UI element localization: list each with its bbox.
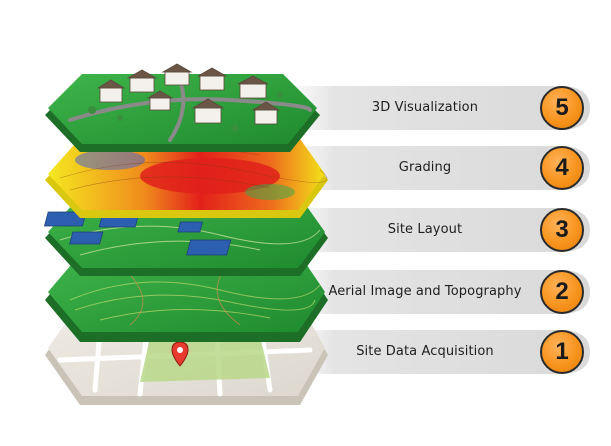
step-1-badge: 1 xyxy=(540,330,584,374)
step-2-label: Aerial Image and Topography xyxy=(328,284,522,299)
layer-grading xyxy=(45,136,328,218)
buildings-icon xyxy=(96,63,281,125)
banner-1 xyxy=(250,330,590,374)
banners xyxy=(250,86,590,374)
step-5-badge: 5 xyxy=(540,86,584,130)
banner-4 xyxy=(250,146,590,190)
step-1-label: Site Data Acquisition xyxy=(356,344,494,359)
banner-5 xyxy=(250,86,590,130)
park-area xyxy=(140,336,270,382)
banner-2 xyxy=(250,270,590,314)
step-5-label: 3D Visualization xyxy=(371,100,479,115)
step-4-badge: 4 xyxy=(540,146,584,190)
step-4-label: Grading xyxy=(398,160,452,175)
layer-3d-visualization xyxy=(45,63,320,152)
banner-3 xyxy=(250,208,590,252)
map-pin-icon xyxy=(171,341,189,367)
step-3-label: Site Layout xyxy=(387,222,463,237)
step-3-badge: 3 xyxy=(540,208,584,252)
step-2-badge: 2 xyxy=(540,270,584,314)
